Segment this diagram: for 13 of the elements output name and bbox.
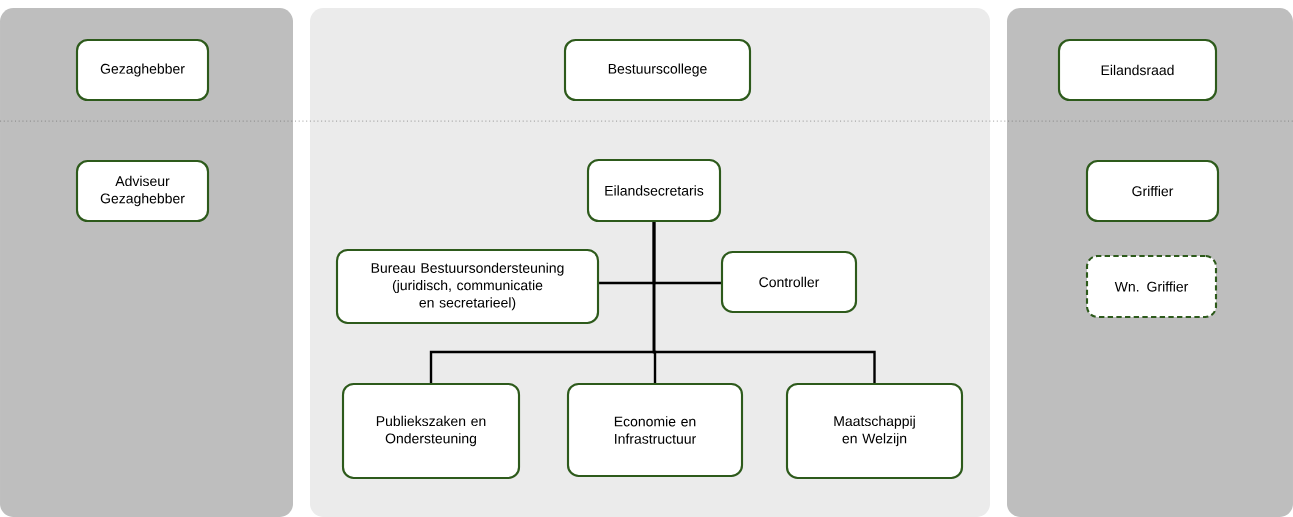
org-box: Wn. Griffier: [1085, 254, 1218, 319]
org-box: Gezaghebber: [75, 38, 210, 102]
org-box: Griffier: [1085, 159, 1220, 223]
org-box: Eilandsecretaris: [586, 158, 722, 223]
org-box: Bestuurscollege: [563, 38, 752, 102]
org-box: Economie en Infrastructuur: [566, 382, 744, 478]
connector-line: [652, 222, 876, 383]
org-box: Adviseur Gezaghebber: [75, 159, 210, 223]
org-box: Bureau Bestuursondersteuning (juridisch, communicatie en secretarieel): [335, 248, 600, 325]
org-box: Publiekszaken en Ondersteuning: [341, 382, 521, 480]
org-box: Eilandsraad: [1057, 38, 1218, 102]
org-box: Controller: [720, 250, 858, 314]
org-box: Maatschappij en Welzijn: [785, 382, 964, 480]
